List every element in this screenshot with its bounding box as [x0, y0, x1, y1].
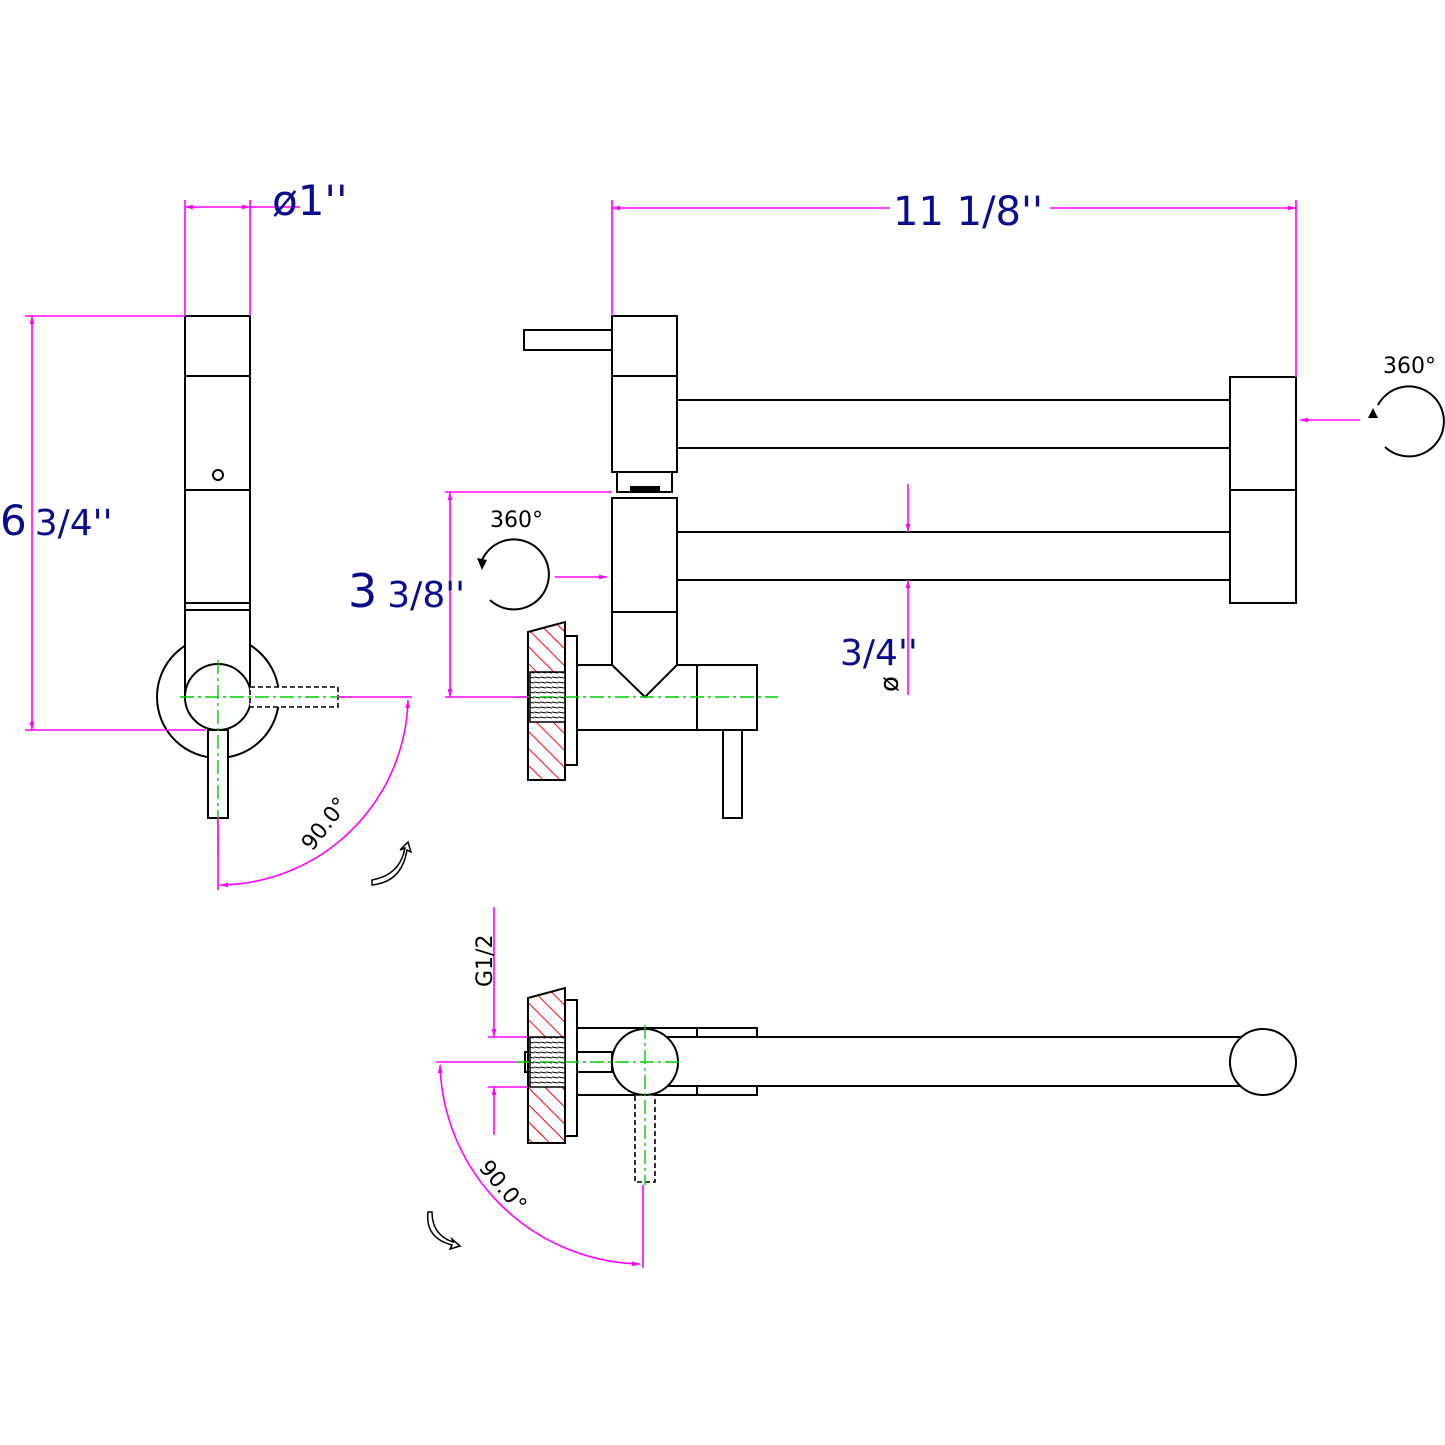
diameter-label: ø1'' [272, 176, 348, 225]
rotation-circle-icon [481, 538, 550, 611]
rotation-label-left: 360° [490, 508, 543, 533]
diameter-symbol: ø [875, 676, 905, 692]
top-view: G1/2 90.0° [426, 907, 1297, 1268]
angle-label-side: 90.0° [297, 793, 354, 856]
thread-label: G1/2 [473, 935, 498, 987]
angle-label-top: 90.0° [473, 1156, 531, 1218]
rotate-arrow-icon [371, 840, 413, 886]
rotate-arrow-icon [426, 1211, 462, 1251]
rotation-circle-icon [1377, 385, 1445, 458]
rotation-label-right: 360° [1383, 354, 1436, 379]
length-label: 11 1/8'' [893, 189, 1043, 235]
arm-diameter-label: 3/4'' [840, 633, 918, 674]
